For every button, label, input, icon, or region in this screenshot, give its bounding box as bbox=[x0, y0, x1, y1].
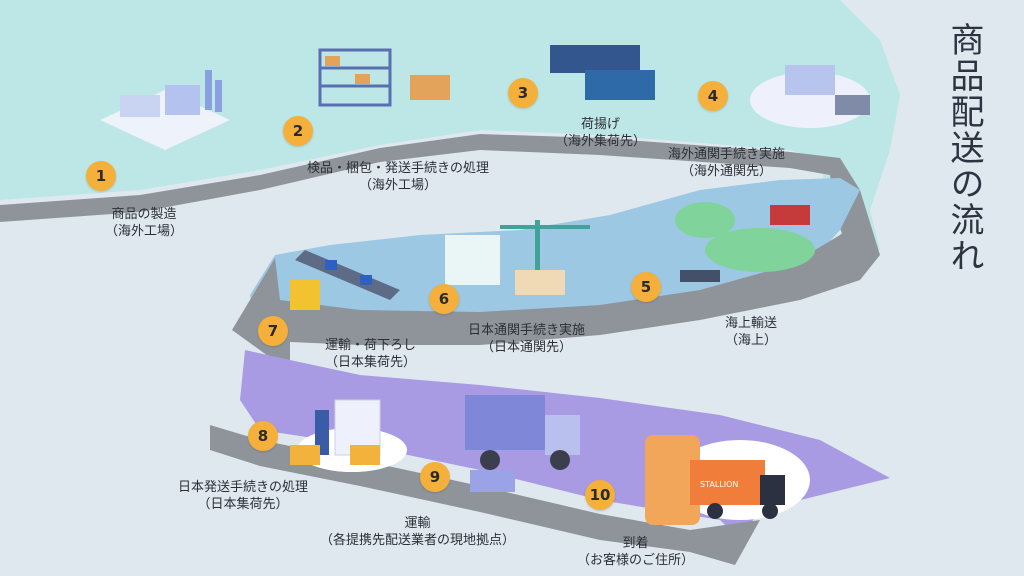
customs-depot-icon bbox=[750, 65, 870, 128]
middle-road-arrow bbox=[232, 215, 880, 372]
step-label-4-line1: 海外通関手続き実施 bbox=[668, 147, 786, 162]
step-badge-3: 3 bbox=[508, 78, 538, 108]
step-label-6-line1: 日本通関手続き実施 bbox=[468, 323, 586, 338]
step-label-5-line1: 海上輸送 bbox=[725, 316, 778, 331]
step-badge-6: 6 bbox=[429, 284, 459, 314]
step-label-3-line2: （海外集荷先） bbox=[555, 134, 647, 149]
step-label-10: 到着 （お客様のご住所） bbox=[577, 535, 694, 569]
step-label-9: 運輸 （各提携先配送業者の現地拠点） bbox=[320, 515, 515, 549]
delivery-phone-icon: STALLION bbox=[645, 435, 785, 525]
step-label-2: 検品・梱包・発送手続きの処理 （海外工場） bbox=[307, 160, 489, 194]
step-label-8-line2: （日本集荷先） bbox=[197, 497, 289, 512]
step-badge-1: 1 bbox=[86, 161, 116, 191]
step-badge-5: 5 bbox=[631, 272, 661, 302]
port-crane-icon bbox=[445, 220, 590, 295]
step-label-7-line2: （日本集荷先） bbox=[325, 355, 417, 370]
step-label-5: 海上輸送 （海上） bbox=[725, 315, 777, 349]
step-badge-8: 8 bbox=[248, 421, 278, 451]
step-label-1-line1: 商品の製造 bbox=[111, 207, 177, 222]
step-badge-2: 2 bbox=[283, 116, 313, 146]
top-band bbox=[0, 0, 900, 255]
step-label-1: 商品の製造 （海外工場） bbox=[105, 206, 183, 240]
clipboard-worker-icon bbox=[290, 399, 381, 465]
step-label-6: 日本通関手続き実施 （日本通関先） bbox=[468, 322, 585, 356]
step-label-2-line1: 検品・梱包・発送手続きの処理 bbox=[307, 161, 490, 176]
factory-icon bbox=[100, 70, 230, 150]
step-label-7: 運輸・荷下ろし （日本集荷先） bbox=[325, 337, 416, 371]
step-label-6-line2: （日本通関先） bbox=[481, 340, 573, 355]
warehouse-icon bbox=[318, 48, 450, 107]
world-map-ship-icon bbox=[675, 202, 815, 282]
step-label-5-line2: （海上） bbox=[725, 333, 778, 348]
truck-icon bbox=[465, 395, 580, 492]
step-label-10-line2: （お客様のご住所） bbox=[577, 553, 695, 568]
step-label-8: 日本発送手続きの処理 （日本集荷先） bbox=[178, 479, 308, 513]
step-label-1-line2: （海外工場） bbox=[105, 224, 184, 239]
step-label-2-line2: （海外工場） bbox=[359, 178, 438, 193]
step-badge-4: 4 bbox=[698, 81, 728, 111]
top-road bbox=[0, 134, 880, 255]
truck-brand-text: STALLION bbox=[700, 480, 738, 489]
step-label-3: 荷揚げ （海外集荷先） bbox=[555, 116, 646, 150]
step-label-10-line1: 到着 bbox=[622, 536, 649, 551]
step-label-3-line1: 荷揚げ bbox=[581, 117, 621, 132]
step-label-4-line2: （海外通関先） bbox=[681, 164, 773, 179]
container-icon bbox=[550, 45, 655, 100]
step-label-9-line1: 運輸 bbox=[404, 516, 431, 531]
step-label-9-line2: （各提携先配送業者の現地拠点） bbox=[320, 533, 516, 548]
step-label-8-line1: 日本発送手続きの処理 bbox=[178, 480, 309, 495]
page-title: 商品配送の流れ bbox=[944, 22, 984, 274]
step-label-7-line1: 運輸・荷下ろし bbox=[325, 338, 417, 353]
conveyor-forklift-icon bbox=[290, 250, 400, 310]
step-badge-7: 7 bbox=[258, 316, 288, 346]
step-badge-10: 10 bbox=[585, 480, 615, 510]
step-label-4: 海外通関手続き実施 （海外通関先） bbox=[668, 146, 785, 180]
step-badge-9: 9 bbox=[420, 462, 450, 492]
